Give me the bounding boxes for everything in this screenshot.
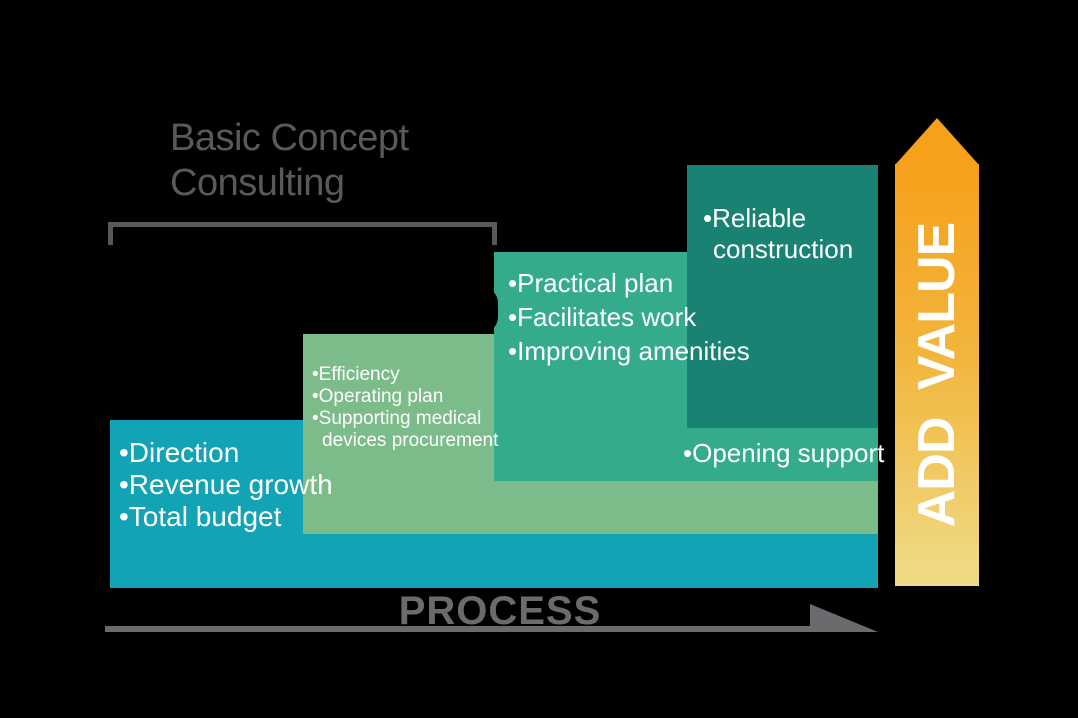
bullet-item: •Facilitates work <box>508 302 697 332</box>
step-1-bullet-list: •Direction•Revenue growth•Total budget <box>119 437 389 533</box>
bullet-item: •Supporting medical devices procurement <box>312 408 499 451</box>
bullet-item: •Revenue growth <box>119 469 333 500</box>
bullet-item: •Direction <box>119 437 240 468</box>
process-arrow-line <box>105 626 810 632</box>
title-line-2: Consulting <box>170 162 345 204</box>
bullet-item: •Improving amenities <box>508 336 750 366</box>
letter-fragment <box>470 287 498 333</box>
step-3-bullet-list: •Practical plan •Facilitates work •Improvi… <box>508 266 888 368</box>
bullet-item: •Reliable construction <box>703 203 854 264</box>
process-axis-label: PROCESS <box>398 589 602 633</box>
title-bracket <box>108 222 497 245</box>
step-2-bullet-list: •Efficiency•Operating plan•Supporting me… <box>312 364 512 452</box>
title-line-1: Basic Concept <box>170 117 409 159</box>
add-value-arrowhead-icon <box>895 118 979 165</box>
process-arrowhead-icon <box>810 604 878 632</box>
add-value-label: ADD VALUE <box>908 222 967 528</box>
bullet-item: •Total budget <box>119 501 282 532</box>
add-value-arrow: ADD VALUE <box>895 164 979 586</box>
bullet-item: •Efficiency <box>312 364 400 385</box>
bullet-item: •Practical plan <box>508 268 674 298</box>
step-box-4 <box>687 165 878 428</box>
page-title: Basic Concept Consulting <box>170 116 409 206</box>
bullet-item: •Operating plan <box>312 386 444 407</box>
opening-support-bullet: •Opening support <box>683 438 943 468</box>
step-4-bullet-list: •Reliable construction <box>703 203 865 265</box>
bullet-item: •Opening support <box>683 438 885 468</box>
